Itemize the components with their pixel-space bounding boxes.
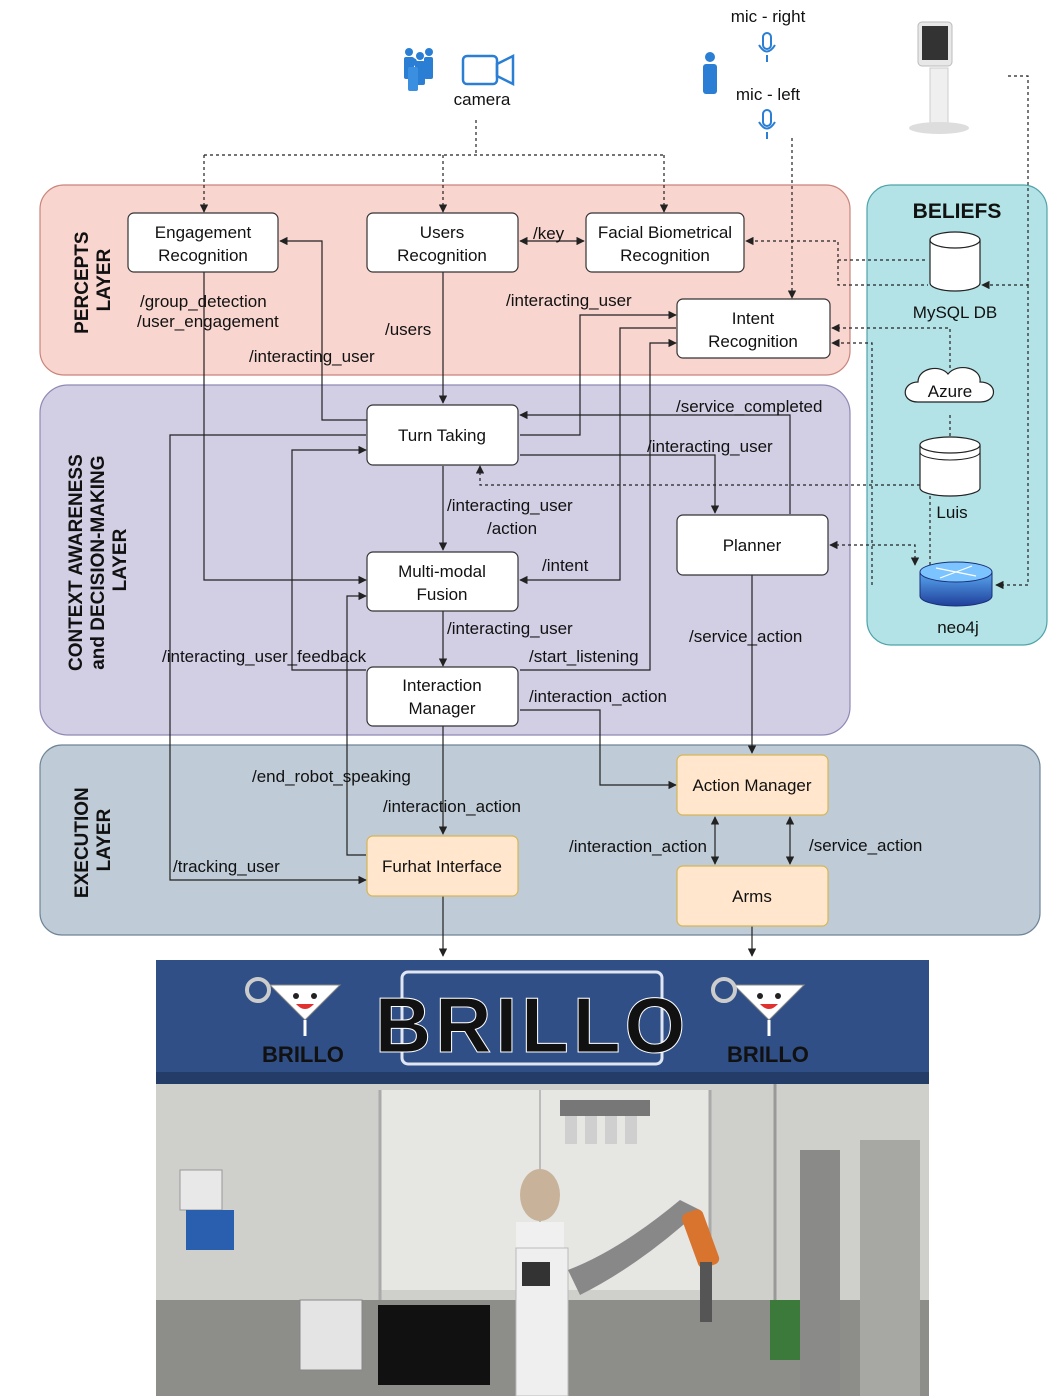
percepts-layer-title: PERCEPTS LAYER: [72, 226, 115, 334]
svg-text:Action Manager: Action Manager: [692, 776, 811, 795]
edge-kiosk-mysql: [981, 75, 1029, 290]
svg-text:Turn Taking: Turn Taking: [398, 426, 486, 445]
svg-text:Facial Biometrical: Facial Biometrical: [598, 223, 732, 242]
node-users-recognition: Users Recognition: [366, 212, 519, 273]
node-planner: Planner: [676, 514, 829, 576]
node-furhat-interface: Furhat Interface: [366, 835, 519, 897]
beliefs-title: BELIEFS: [913, 200, 1002, 223]
label-users: /users: [385, 320, 431, 339]
edge-interaction-intent: [520, 338, 677, 671]
svg-text:Planner: Planner: [723, 536, 782, 555]
label-service-action-2: /service_action: [809, 836, 922, 855]
label-interacting-user-action: /interacting_user /action: [447, 496, 577, 538]
label-user-engagement: /user_engagement: [137, 312, 279, 331]
user-icon: [703, 52, 717, 94]
svg-text:BRILLO: BRILLO: [727, 1042, 809, 1067]
svg-text:Multi-modal: Multi-modal: [398, 562, 486, 581]
edge-turn-furhat: [169, 434, 367, 885]
edge-mysql-facial: [745, 236, 925, 261]
azure-cloud-icon: [904, 366, 995, 403]
node-multimodal-fusion: Multi-modal Fusion: [366, 551, 519, 612]
label-interacting-user-1: /interacting_user: [249, 347, 375, 366]
edge-interaction-action: [520, 709, 677, 790]
edge-furhat-fusion: [346, 591, 367, 856]
label-interacting-user-2: /interacting_user: [506, 291, 632, 310]
edge-engagement-fusion: [203, 272, 367, 585]
label-interaction-action-1: /interaction_action: [529, 687, 667, 706]
brillo-sign-frame: [400, 970, 664, 1066]
luis-db-icon: [919, 436, 981, 497]
kiosk-icon: [909, 21, 969, 134]
label-interaction-action-3: /interaction_action: [569, 837, 707, 856]
label-group-detection: /group_detection: [140, 292, 267, 311]
svg-text:Furhat Interface: Furhat Interface: [382, 857, 502, 876]
svg-text:Recognition: Recognition: [397, 246, 487, 265]
node-intent-recognition: Intent Recognition: [676, 298, 831, 359]
node-turn-taking: Turn Taking: [366, 404, 519, 466]
brillo-logo-right: BRILLO: [711, 977, 809, 1067]
mic-left-label: mic - left: [736, 85, 801, 104]
edge-neo4j-intent: [831, 338, 873, 585]
node-action-manager: Action Manager: [676, 754, 829, 816]
svg-text:Recognition: Recognition: [158, 246, 248, 265]
label-interacting-user-4: /interacting_user: [447, 619, 573, 638]
node-facial-recognition: Facial Biometrical Recognition: [585, 212, 745, 273]
camera-label: camera: [454, 90, 511, 109]
svg-text:Recognition: Recognition: [620, 246, 710, 265]
mic-right-icon: [758, 32, 776, 62]
azure-label: Azure: [928, 382, 972, 401]
neo4j-icon: [919, 561, 993, 607]
edge-planner-neo4j: [829, 540, 920, 566]
edge-turn-engagement: [279, 236, 367, 421]
label-intent: /intent: [542, 556, 589, 575]
edge-intent-fusion: [519, 327, 676, 585]
node-interaction-manager: Interaction Manager: [366, 666, 519, 727]
label-service-action-1: /service_action: [689, 627, 802, 646]
robot-bar-photo: [156, 960, 929, 1396]
brillo-logo-left: BRILLO: [245, 977, 344, 1067]
svg-text:Users: Users: [420, 223, 464, 242]
brillo-sign: BRILLO: [375, 981, 689, 1069]
execution-layer-title: EXECUTION LAYER: [72, 782, 115, 898]
node-engagement-recognition: Engagement Recognition: [127, 212, 279, 273]
beliefs-panel: [866, 184, 1048, 646]
mysql-db-label: MySQL DB: [913, 303, 997, 322]
label-service-completed: /service_completed: [676, 397, 822, 416]
svg-text:Manager: Manager: [408, 699, 475, 718]
mic-left-icon: [758, 109, 776, 139]
label-key: /key: [533, 224, 565, 243]
label-interacting-user-3: /interacting_user: [647, 437, 773, 456]
context-layer-title: CONTEXT AWARENESS and DECISION-MAKING LA…: [66, 449, 131, 671]
neo4j-label: neo4j: [937, 618, 979, 637]
edge-azure-intent: [831, 323, 951, 368]
svg-text:Arms: Arms: [732, 887, 772, 906]
edge-mysql-link: [837, 260, 928, 286]
edge-turn-intent: [520, 310, 677, 436]
svg-text:Engagement: Engagement: [155, 223, 252, 242]
label-end-robot-speaking: /end_robot_speaking: [252, 767, 411, 786]
edge-turn-planner: [520, 454, 720, 514]
svg-text:BRILLO: BRILLO: [262, 1042, 344, 1067]
luis-label: Luis: [936, 503, 967, 522]
label-interacting-user-feedback: /interacting_user_feedback: [162, 647, 367, 666]
camera-icon: [461, 53, 515, 87]
label-tracking-user: /tracking_user: [173, 857, 280, 876]
svg-text:Interaction: Interaction: [402, 676, 481, 695]
mysql-db-icon: [929, 231, 981, 292]
mic-right-label: mic - right: [731, 7, 806, 26]
label-start-listening: /start_listening: [529, 647, 639, 666]
svg-text:Fusion: Fusion: [416, 585, 467, 604]
label-interaction-action-2: /interaction_action: [383, 797, 521, 816]
edge-kiosk-neo4j: [995, 285, 1029, 590]
edge-planner-turn: [519, 410, 791, 514]
svg-text:Recognition: Recognition: [708, 332, 798, 351]
svg-text:Intent: Intent: [732, 309, 775, 328]
node-arms: Arms: [676, 865, 829, 927]
users-group-icon: [404, 48, 433, 91]
edge-interaction-feedback: [291, 445, 367, 671]
